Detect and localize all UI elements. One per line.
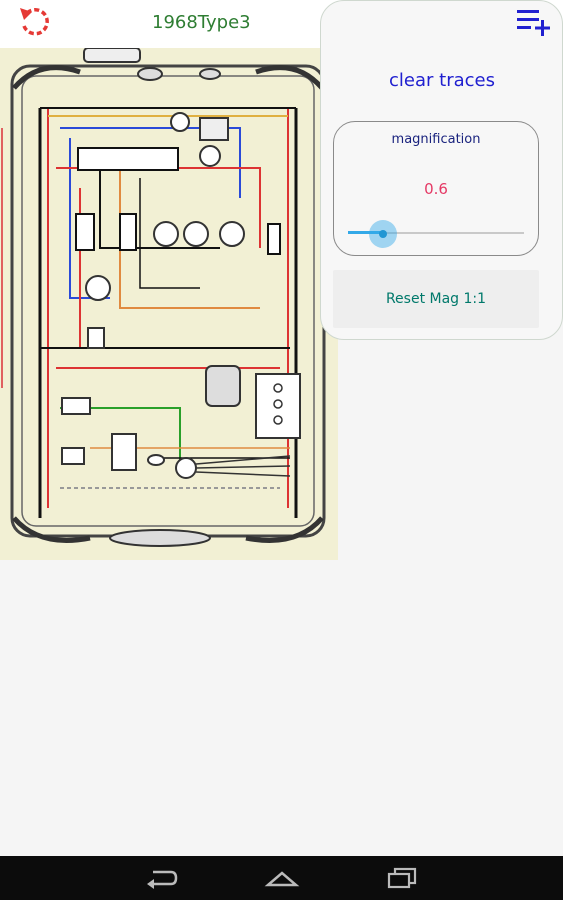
undo-icon [20,8,49,36]
slider-fill [348,231,384,234]
add-to-list-button[interactable] [512,4,556,40]
recents-icon [387,867,417,889]
nav-recents-button[interactable] [378,864,426,892]
slider-track [348,232,524,234]
wiring-diagram[interactable] [0,48,338,560]
magnification-value: 0.6 [424,180,448,198]
wiring-diagram-drawing [10,48,326,547]
back-icon [147,870,178,889]
reset-magnification-button[interactable]: Reset Mag 1:1 [333,270,539,328]
magnification-slider[interactable] [348,220,524,248]
diagram-edge-line [1,128,3,388]
system-nav-bar [0,856,563,900]
undo-button[interactable] [14,2,54,42]
home-icon [264,871,300,887]
page-title: 1968Type3 [152,12,251,33]
magnification-card: magnification 0.6 [333,121,539,256]
playlist-add-icon [517,10,550,36]
magnification-label: magnification [391,132,481,147]
nav-back-button[interactable] [138,864,186,892]
slider-thumb[interactable] [379,230,388,238]
clear-traces-button[interactable]: clear traces [389,70,495,91]
nav-home-button[interactable] [258,864,306,892]
